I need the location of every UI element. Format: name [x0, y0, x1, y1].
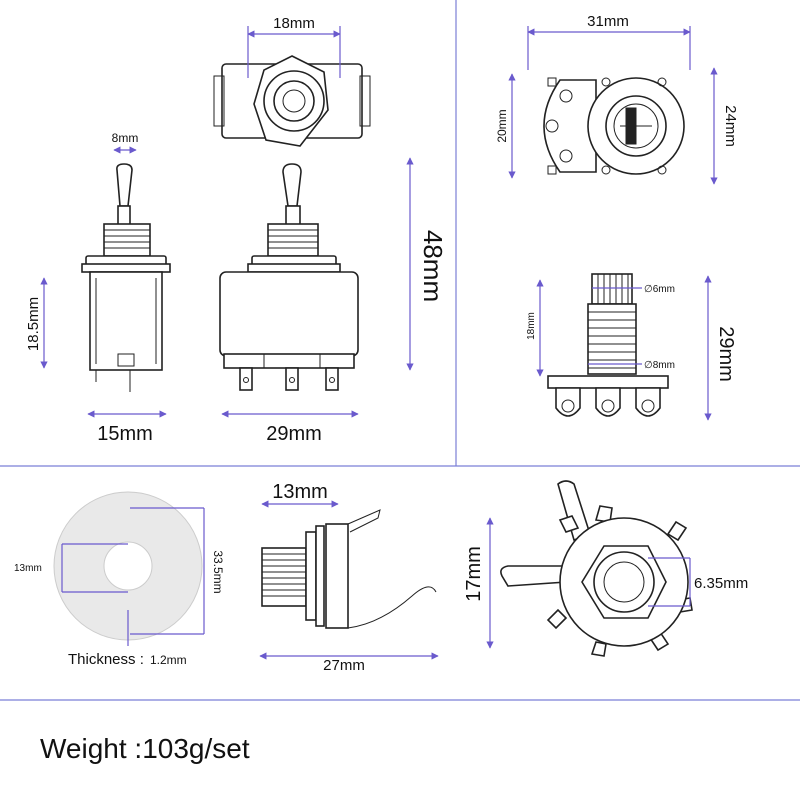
dim-thread-length: 18mm [526, 279, 544, 377]
dim-thread-diameter: ∅8mm [588, 360, 675, 371]
dim-label-thread-diameter: ∅8mm [644, 360, 675, 371]
dim-jack-thread: 13mm [261, 481, 339, 508]
dim-label-pot-width: 31mm [587, 13, 629, 30]
dim-front-width: 29mm [221, 410, 359, 445]
dim-body-height: 18.5mm [25, 277, 48, 369]
dim-label-washer-hole: 13mm [14, 563, 42, 574]
toggle-top-view [213, 55, 371, 147]
dim-total-height: 48mm [406, 157, 448, 371]
dim-label-washer-outer: 33.5mm [211, 550, 225, 593]
dim-switch-bore: 6.35mm [648, 557, 748, 607]
dim-lug-span: 20mm [495, 73, 516, 179]
output-jack [261, 509, 437, 629]
dim-label-body-diameter: 24mm [722, 105, 739, 147]
dim-label-switch-bore: 6.35mm [694, 575, 748, 592]
dim-label-front-width: 29mm [266, 423, 322, 445]
dim-jack-length: 27mm [259, 652, 439, 674]
washer-thickness-label: Thickness : [68, 651, 144, 668]
dim-toggle-top-width: 18mm [247, 15, 341, 78]
dim-label-thread-length: 18mm [526, 312, 537, 340]
dim-label-lever: 8mm [112, 131, 139, 145]
dim-pot-width: 31mm [527, 13, 691, 70]
dim-body-diameter: 24mm [710, 67, 739, 185]
toggle-side-view [81, 163, 171, 392]
washer [53, 491, 203, 641]
dim-side-width: 15mm [87, 410, 167, 445]
washer-thickness: Thickness : 1.2mm [68, 610, 187, 668]
dim-label-switch-height: 17mm [463, 546, 485, 602]
dim-label-body-height: 18.5mm [25, 297, 42, 351]
selector-switch [500, 480, 693, 657]
dim-switch-height: 17mm [463, 517, 494, 649]
dim-lever-width: 8mm [112, 131, 139, 154]
pot-front-view [543, 77, 685, 175]
toggle-front-view [219, 163, 359, 391]
dim-shaft-diameter: ∅6mm [592, 284, 675, 295]
dim-total-length: 29mm [704, 275, 737, 421]
dim-label-jack-thread: 13mm [272, 481, 328, 503]
dim-washer-hole: 13mm [14, 543, 128, 593]
dim-label-lug-span: 20mm [495, 109, 509, 142]
dim-label-total-length: 29mm [715, 326, 737, 382]
washer-thickness-value: 1.2mm [150, 653, 187, 667]
weight-label: Weight :103g/set [40, 733, 250, 764]
dim-label-total-height: 48mm [418, 230, 448, 302]
dim-label-jack-length: 27mm [323, 657, 365, 674]
dim-label-toggle-top: 18mm [273, 15, 315, 32]
pot-side-view [547, 273, 669, 417]
dim-label-side-width: 15mm [97, 423, 153, 445]
dim-label-shaft-diameter: ∅6mm [644, 284, 675, 295]
dim-washer-outer: 33.5mm [130, 507, 225, 635]
